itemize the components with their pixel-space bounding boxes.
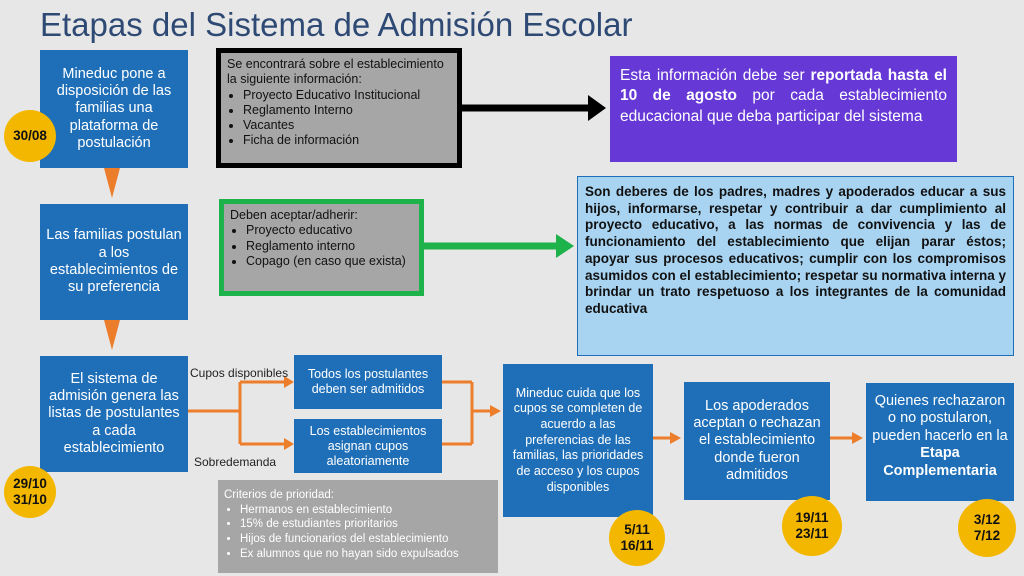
guardians-decision-box: Los apoderados aceptan o rechazan el est…: [684, 382, 830, 500]
chain-2-head: [852, 432, 863, 444]
chain-1-head: [670, 432, 681, 444]
report-deadline-box: Esta información debe ser reportada hast…: [610, 56, 957, 162]
page-title: Etapas del Sistema de Admisión Escolar: [40, 6, 633, 43]
arrow-black-head: [588, 95, 606, 121]
arrow-green-head: [556, 234, 574, 258]
info-requirements-box: Se encontrará sobre el establecimiento l…: [216, 48, 462, 168]
complementary-stage-box: Quienes rechazaron o no postularon, pued…: [866, 383, 1014, 501]
random-assignment-box: Los establecimientos asignan cupos aleat…: [294, 419, 442, 473]
mineduc-assignment-box: Mineduc cuida que los cupos se completen…: [503, 364, 653, 517]
date-badge-1: 30/08: [4, 110, 56, 162]
guardians-duties-box: Son deberes de los padres, madres y apod…: [577, 176, 1014, 356]
step-lists-box: El sistema de admisión genera las listas…: [40, 356, 188, 472]
branch-bottom-head: [284, 438, 294, 450]
branch-top-head: [284, 376, 294, 388]
overdemand-label: Sobredemanda: [194, 455, 277, 469]
accept-requirements-box: Deben aceptar/adherir: Proyecto educativ…: [219, 199, 424, 296]
arrow-down-2: [104, 320, 120, 350]
step-platform-box: Mineduc pone a disposición de las famili…: [40, 50, 188, 168]
arrow-down-1: [104, 168, 120, 198]
priority-criteria-box: Criterios de prioridad: Hermanos en esta…: [218, 480, 498, 573]
available-seats-label: Cupos disponibles: [190, 366, 289, 380]
all-admitted-box: Todos los postulantes deben ser admitido…: [294, 355, 442, 409]
merge-head: [490, 405, 501, 417]
step-apply-box: Las familias postulan a los establecimie…: [40, 204, 188, 320]
